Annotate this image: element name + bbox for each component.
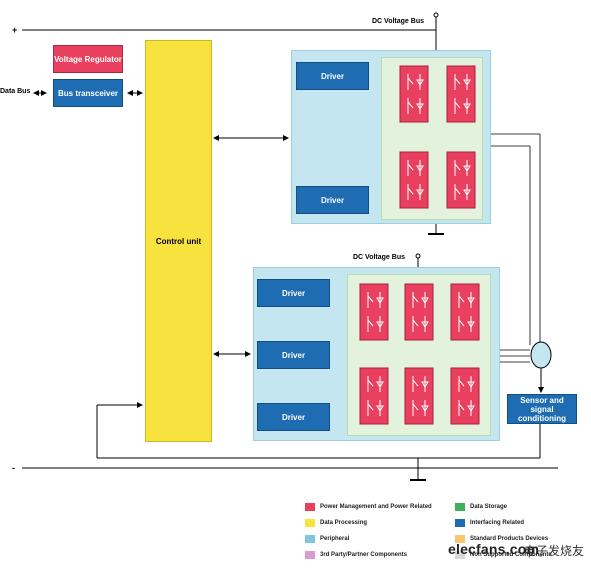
power-switch-2 [399,151,429,209]
legend-label: 3rd Party/Partner Components [320,552,408,558]
legend-item: Standard Products Devices [455,534,548,544]
power-switch-3 [446,65,476,123]
legend-item: Data Storage [455,502,507,512]
driver-top-1: Driver [296,62,369,90]
legend-label: Data Storage [470,504,508,510]
legend-swatch [455,503,465,511]
legend-label: Non Supported Components [470,552,552,558]
driver-bottom-1: Driver [257,279,330,307]
legend-swatch [455,551,465,559]
legend-label: Data Processing [320,520,368,526]
power-switch-4 [446,151,476,209]
legend-label: Standard Products Devices [470,536,549,542]
legend-swatch [305,535,315,543]
minus-label: - [12,463,15,473]
legend-item: Power Management and Power Related [305,502,432,512]
legend-item: Data Processing [305,518,367,528]
power-switch-1 [399,65,429,123]
legend-label: Power Management and Power Related [320,504,432,510]
legend-swatch [305,503,315,511]
dc-bus-top-label: DC Voltage Bus [372,18,424,25]
legend-item: Non Supported Components [455,550,552,560]
bus-transceiver: Bus transceiver [53,79,123,107]
legend-swatch [305,519,315,527]
legend: Power Management and Power Related Data S… [305,498,591,573]
legend-item: Interfacing Related [455,518,524,528]
legend-swatch [455,535,465,543]
legend-item: Peripheral [305,534,349,544]
driver-bottom-3: Driver [257,403,330,431]
power-switch-7 [404,283,434,341]
power-switch-9 [450,283,480,341]
power-switch-8 [404,367,434,425]
control-unit: Control unit [145,40,212,442]
legend-swatch [305,551,315,559]
legend-label: Interfacing Related [470,520,525,526]
data-bus-label: Data Bus [0,88,31,95]
power-switch-10 [450,367,480,425]
plus-label: + [12,25,18,35]
power-switch-6 [359,367,389,425]
legend-label: Peripheral [320,536,350,542]
legend-item: 3rd Party/Partner Components [305,550,407,560]
driver-bottom-2: Driver [257,341,330,369]
driver-top-2: Driver [296,186,369,214]
voltage-regulator: Voltage Regulator [53,45,123,73]
power-switch-5 [359,283,389,341]
legend-swatch [455,519,465,527]
dc-bus-mid-label: DC Voltage Bus [353,254,405,261]
sensor-signal-conditioning: Sensor and signal conditioning [507,394,577,424]
watermark: elecfans.com [448,541,540,557]
watermark-cn: 电子发烧友 [524,544,585,558]
